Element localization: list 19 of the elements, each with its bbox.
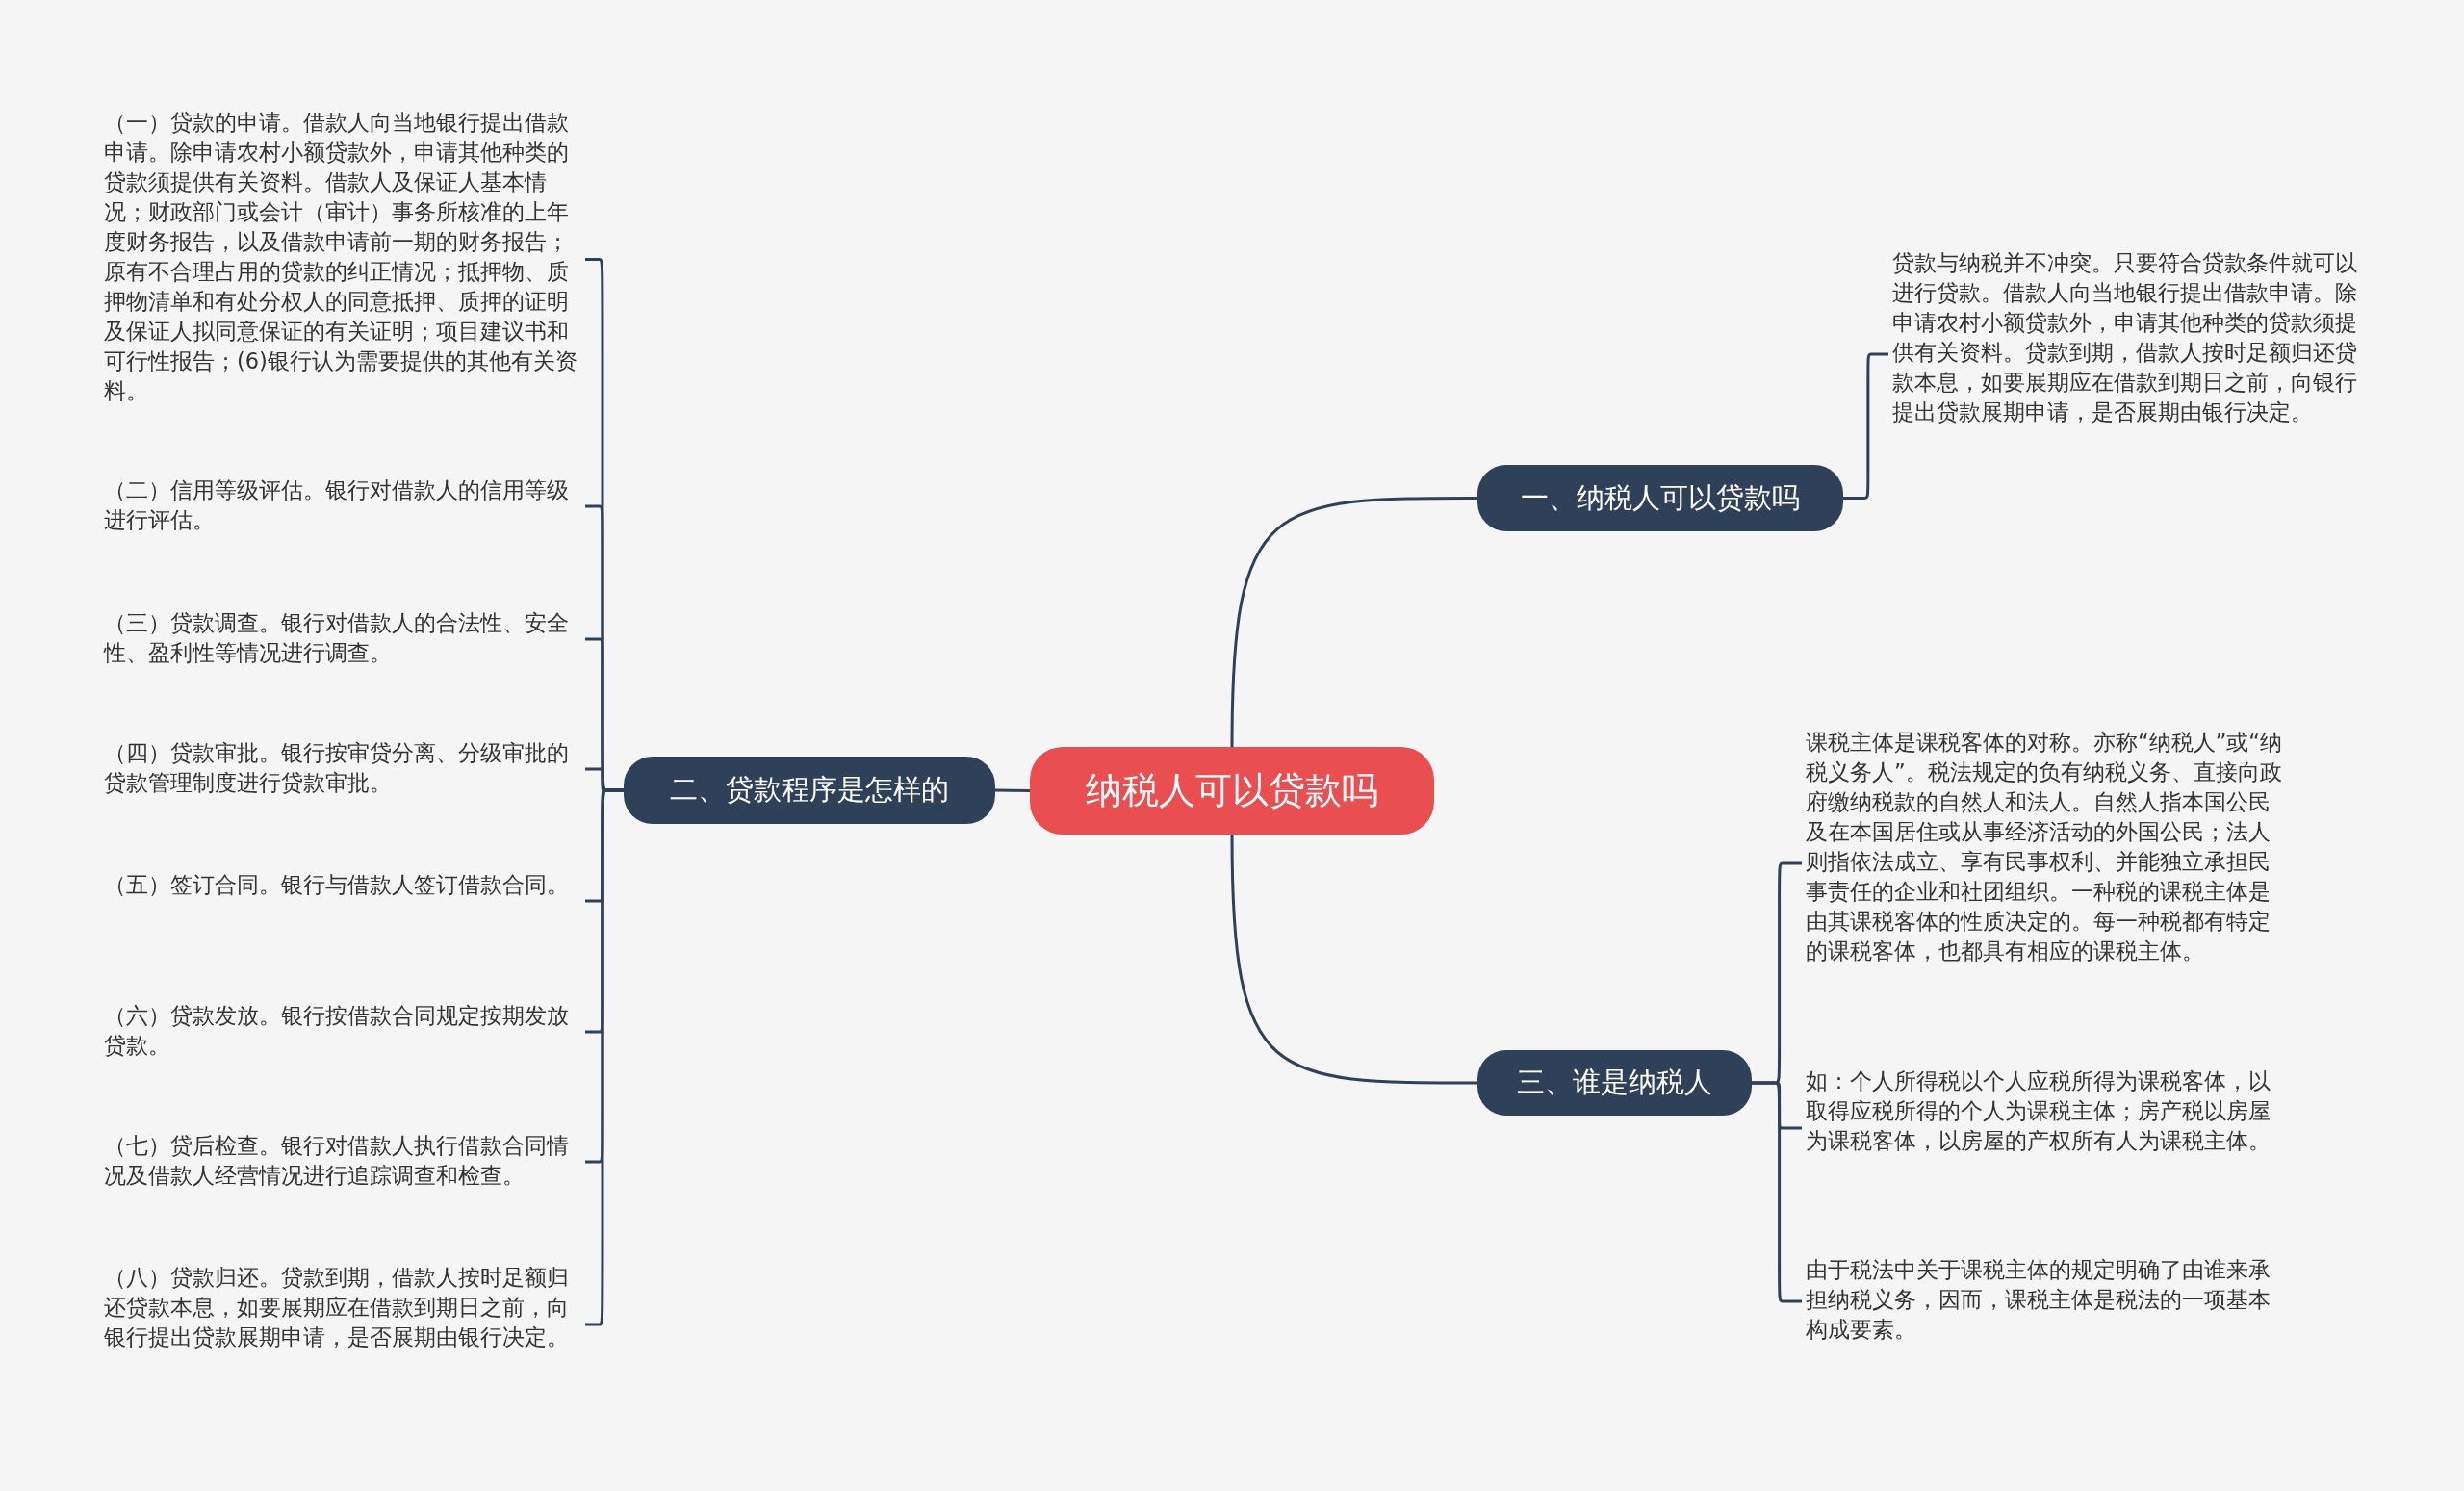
note-text: （六）贷款发放。银行按借款合同规定按期发放贷款。 <box>104 1002 570 1060</box>
connector-line <box>1230 834 1477 1085</box>
note-text: 课税主体是课税客体的对称。亦称“纳税人”或“纳税义务人”。税法规定的负有纳税义务、直接向政府缴纳税款的自然人和法人。自然人指本国公民及在本国居住或从事经济活动的外国公民；法人则指依法成立、享有民事权利、并能独立承担民事责任的企业和社团组织。一种税的课税主体是由其课税客体的性质决定的。每一种税都有特定的课税客体，也都具有相应的课税主体。 <box>1806 729 2283 965</box>
branch-topic: 三、谁是纳税人 <box>1477 1050 1752 1116</box>
central-topic: 纳税人可以贷款吗 <box>1030 747 1434 835</box>
note-text: （一）贷款的申请。借款人向当地银行提出借款申请。除申请农村小额贷款外，申请其他种类的贷款须提供有关资料。借款人及保证人基本情况；财政部门或会计（审计）事务所核准的上年度财务报告，以及借款申请前一期的财务报告；原有不合理占用的贷款的纠正情况；抵押物、质押物清单和有处分权人的同意抵押、质押的证明及保证人拟同意保证的有关证明；项目建议书和可行性报告；(6)银行认为需要提供的其他有关资料。 <box>104 109 578 405</box>
note-text: （七）贷后检查。银行对借款人执行借款合同情况及借款人经营情况进行追踪调查和检查。 <box>104 1132 570 1190</box>
note-text: （四）贷款审批。银行按审贷分离、分级审批的贷款管理制度进行贷款审批。 <box>104 739 570 797</box>
note-text: 由于税法中关于课税主体的规定明确了由谁来承担纳税义务，因而，课税主体是税法的一项基本构成要素。 <box>1806 1256 2272 1344</box>
note-text: 贷款与纳税并不冲突。只要符合贷款条件就可以进行贷款。借款人向当地银行提出借款申请。除申请农村小额贷款外，申请其他种类的贷款须提供有关资料。贷款到期，借款人按时足额归还贷款本息，如要展期应在借款到期日之前，向银行提出贷款展期申请，是否展期由银行决定。 <box>1892 249 2358 426</box>
note-text: （二）信用等级评估。银行对借款人的信用等级进行评估。 <box>104 476 570 534</box>
note-text: （三）贷款调查。银行对借款人的合法性、安全性、盈利性等情况进行调查。 <box>104 609 570 667</box>
connector-line <box>1230 497 1477 748</box>
note-text: （八）贷款归还。贷款到期，借款人按时足额归还贷款本息，如要展期应在借款到期日之前，向银行提出贷款展期申请，是否展期由银行决定。 <box>104 1264 570 1351</box>
branch-topic: 二、贷款程序是怎样的 <box>624 757 995 824</box>
note-text: （五）签订合同。银行与借款人签订借款合同。 <box>104 871 570 899</box>
branch-topic: 一、纳税人可以贷款吗 <box>1477 465 1843 531</box>
note-text: 如：个人所得税以个人应税所得为课税客体，以取得应税所得的个人为课税主体；房产税以房屋为课税客体，以房屋的产权所有人为课税主体。 <box>1806 1067 2272 1155</box>
connector-line <box>994 788 1031 792</box>
